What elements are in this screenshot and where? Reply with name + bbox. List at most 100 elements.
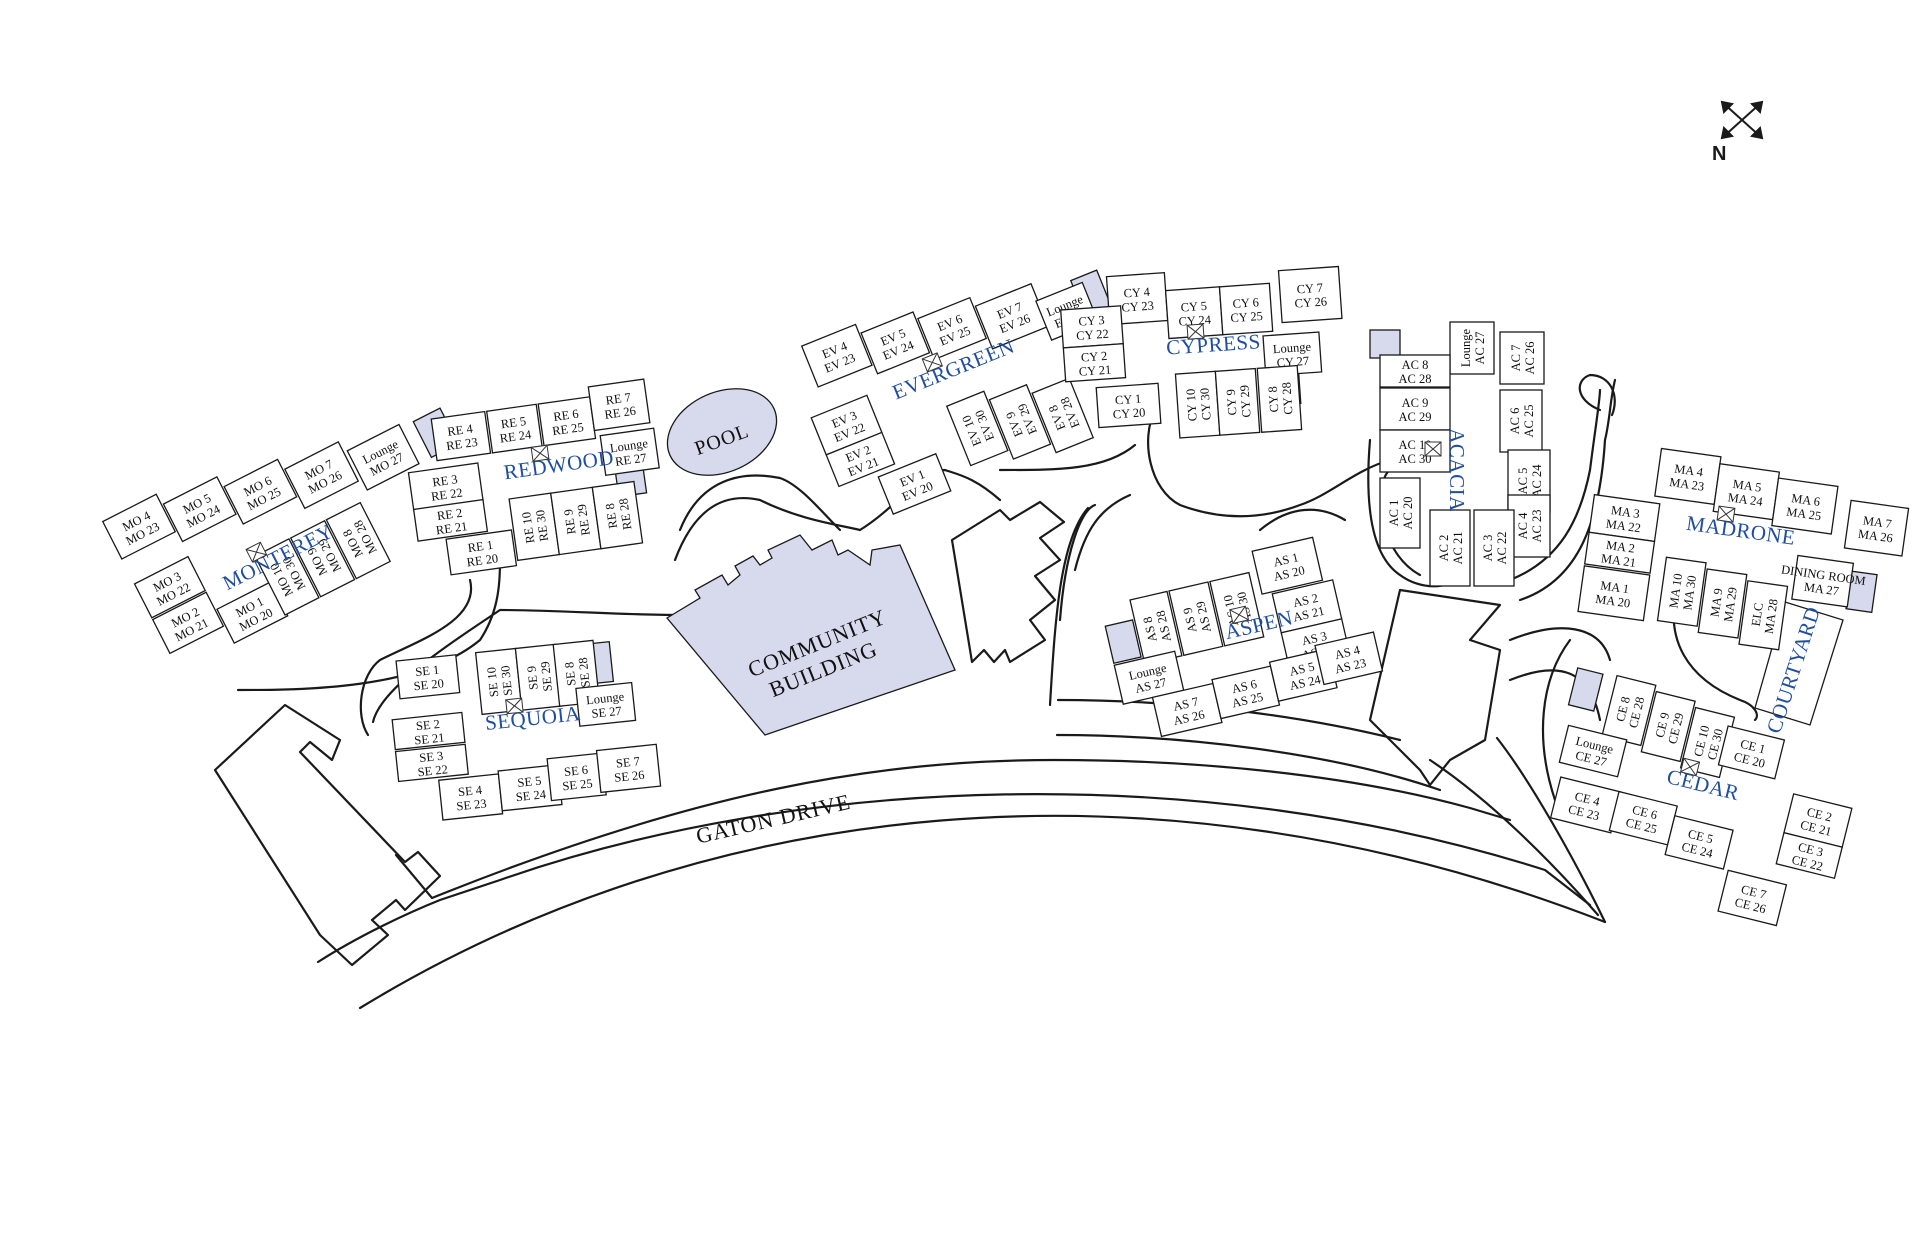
gaton-drive-outer-edge	[358, 814, 1607, 1010]
unit-label-top: CY 7	[1296, 281, 1323, 297]
unit-outline	[1429, 509, 1471, 587]
compass-north-letter: N	[1712, 143, 1726, 165]
unit-outline	[346, 423, 420, 491]
unit-outline	[101, 493, 177, 560]
unit-label-bottom: MA 30	[1680, 574, 1699, 611]
unit-label-top: AS 2	[1292, 591, 1320, 610]
unit-cell: MA 7MA 26	[1843, 499, 1910, 557]
unit-cell: RE 4RE 23	[430, 410, 492, 462]
unit-label-bottom: AS 28	[1153, 609, 1174, 643]
unit-label-top: AC 4	[1516, 512, 1530, 539]
unit-cell: CY 4CY 23	[1105, 271, 1169, 326]
unit-label-top: Lounge	[1459, 328, 1473, 367]
unit-label-top: AC 6	[1508, 408, 1522, 435]
walkway-evergreen-cypress	[858, 443, 1137, 532]
unit-label-top: CE 4	[1573, 789, 1602, 809]
unit-label-bottom: RE 29	[575, 503, 593, 536]
unit-label-bottom: MA 29	[1721, 586, 1740, 623]
unit-label-bottom: RE 30	[533, 509, 551, 542]
central-driveway	[950, 500, 1066, 664]
unit-label-bottom: SE 20	[413, 676, 445, 693]
unit-outline	[591, 480, 644, 550]
unit-label-bottom: AC 23	[1530, 510, 1544, 543]
unit-cell: MO 6MO 25	[223, 458, 298, 525]
unit-label-top: MA 6	[1790, 491, 1820, 509]
building-name-redwood: REDWOOD	[502, 445, 615, 484]
unit-cell: EV 9EV 29	[988, 383, 1052, 460]
unit-label-bottom: CY 21	[1078, 363, 1111, 379]
unit-label-bottom: RE 25	[551, 420, 584, 438]
unit-outline	[1791, 554, 1855, 608]
unit-label-top: CE 7	[1740, 882, 1768, 902]
unit-label-top: AC 9	[1402, 396, 1429, 410]
unit-label-top: CE 9	[1653, 711, 1673, 739]
unit-cell: MA 4MA 23	[1654, 447, 1722, 506]
unit-label-bottom: RE 26	[604, 404, 637, 422]
unit-label-top: SE 2	[415, 717, 440, 733]
unit-outline	[825, 431, 896, 488]
unit-outline	[1499, 389, 1543, 453]
unit-label-top: MA 7	[1862, 513, 1892, 531]
unit-outline	[254, 538, 320, 616]
unit-label-bottom: CY 30	[1197, 387, 1213, 420]
unit-outline	[1664, 814, 1734, 870]
unit-label-bottom: AC 21	[1451, 532, 1465, 565]
building-name-acacia: ACACIA	[1445, 428, 1469, 512]
unit-label-top: AC 8	[1402, 358, 1429, 372]
unit-label-bottom: CY 22	[1076, 327, 1109, 343]
unit-label-bottom: SE 27	[591, 704, 623, 721]
unit-outline	[133, 555, 207, 619]
unit-outline	[1583, 531, 1656, 574]
unit-outline	[1062, 343, 1127, 383]
unit-label-bottom: AC 25	[1522, 405, 1536, 438]
unit-cell: CY 3CY 22	[1060, 305, 1124, 349]
unit-label-bottom: MA 25	[1785, 505, 1822, 524]
unit-label-top: SE 4	[457, 783, 483, 800]
unit-label-top: Lounge	[1272, 340, 1312, 357]
unit-outline	[1717, 869, 1788, 927]
community-building: COMMUNITY BUILDING	[666, 534, 956, 736]
unit-outline	[1251, 536, 1324, 595]
cedar-annex	[1567, 667, 1604, 712]
unit-label-bottom: SE 28	[576, 657, 593, 689]
unit-cell: SE 1SE 20	[395, 654, 461, 700]
unit-outline	[1577, 565, 1651, 622]
unit-outline	[162, 475, 237, 543]
unit-label-top: MA 5	[1732, 477, 1762, 495]
unit-label-top: CY 4	[1123, 285, 1151, 301]
unit-cell: RE 2RE 21	[412, 498, 489, 542]
unit-cell: MA 5MA 24	[1712, 463, 1781, 521]
unit-label-bottom: CY 25	[1230, 309, 1263, 325]
compass-arrows-icon: N	[1712, 100, 1764, 165]
unit-outline	[485, 403, 543, 454]
gaton-drive-inner-edge	[316, 793, 1592, 964]
unit-label-top: CY 3	[1078, 313, 1105, 329]
unit-label-top: RE 7	[605, 390, 632, 407]
unit-outline	[412, 498, 489, 542]
unit-label-top: CE 2	[1805, 805, 1833, 825]
unit-cell: MA 9MA 29	[1697, 568, 1748, 639]
unit-outline	[1379, 354, 1451, 388]
unit-cell: CE 1CE 20	[1717, 725, 1786, 780]
unit-label-bottom: SE 22	[417, 762, 449, 779]
unit-label-top: Lounge	[585, 689, 625, 707]
unit-label-top: RE 5	[500, 414, 527, 431]
unit-cell: EV 6EV 25	[917, 296, 988, 361]
unit-outline	[394, 743, 469, 783]
unit-label-bottom: CY 29	[1237, 385, 1253, 418]
unit-label-bottom: AC 24	[1530, 464, 1544, 498]
